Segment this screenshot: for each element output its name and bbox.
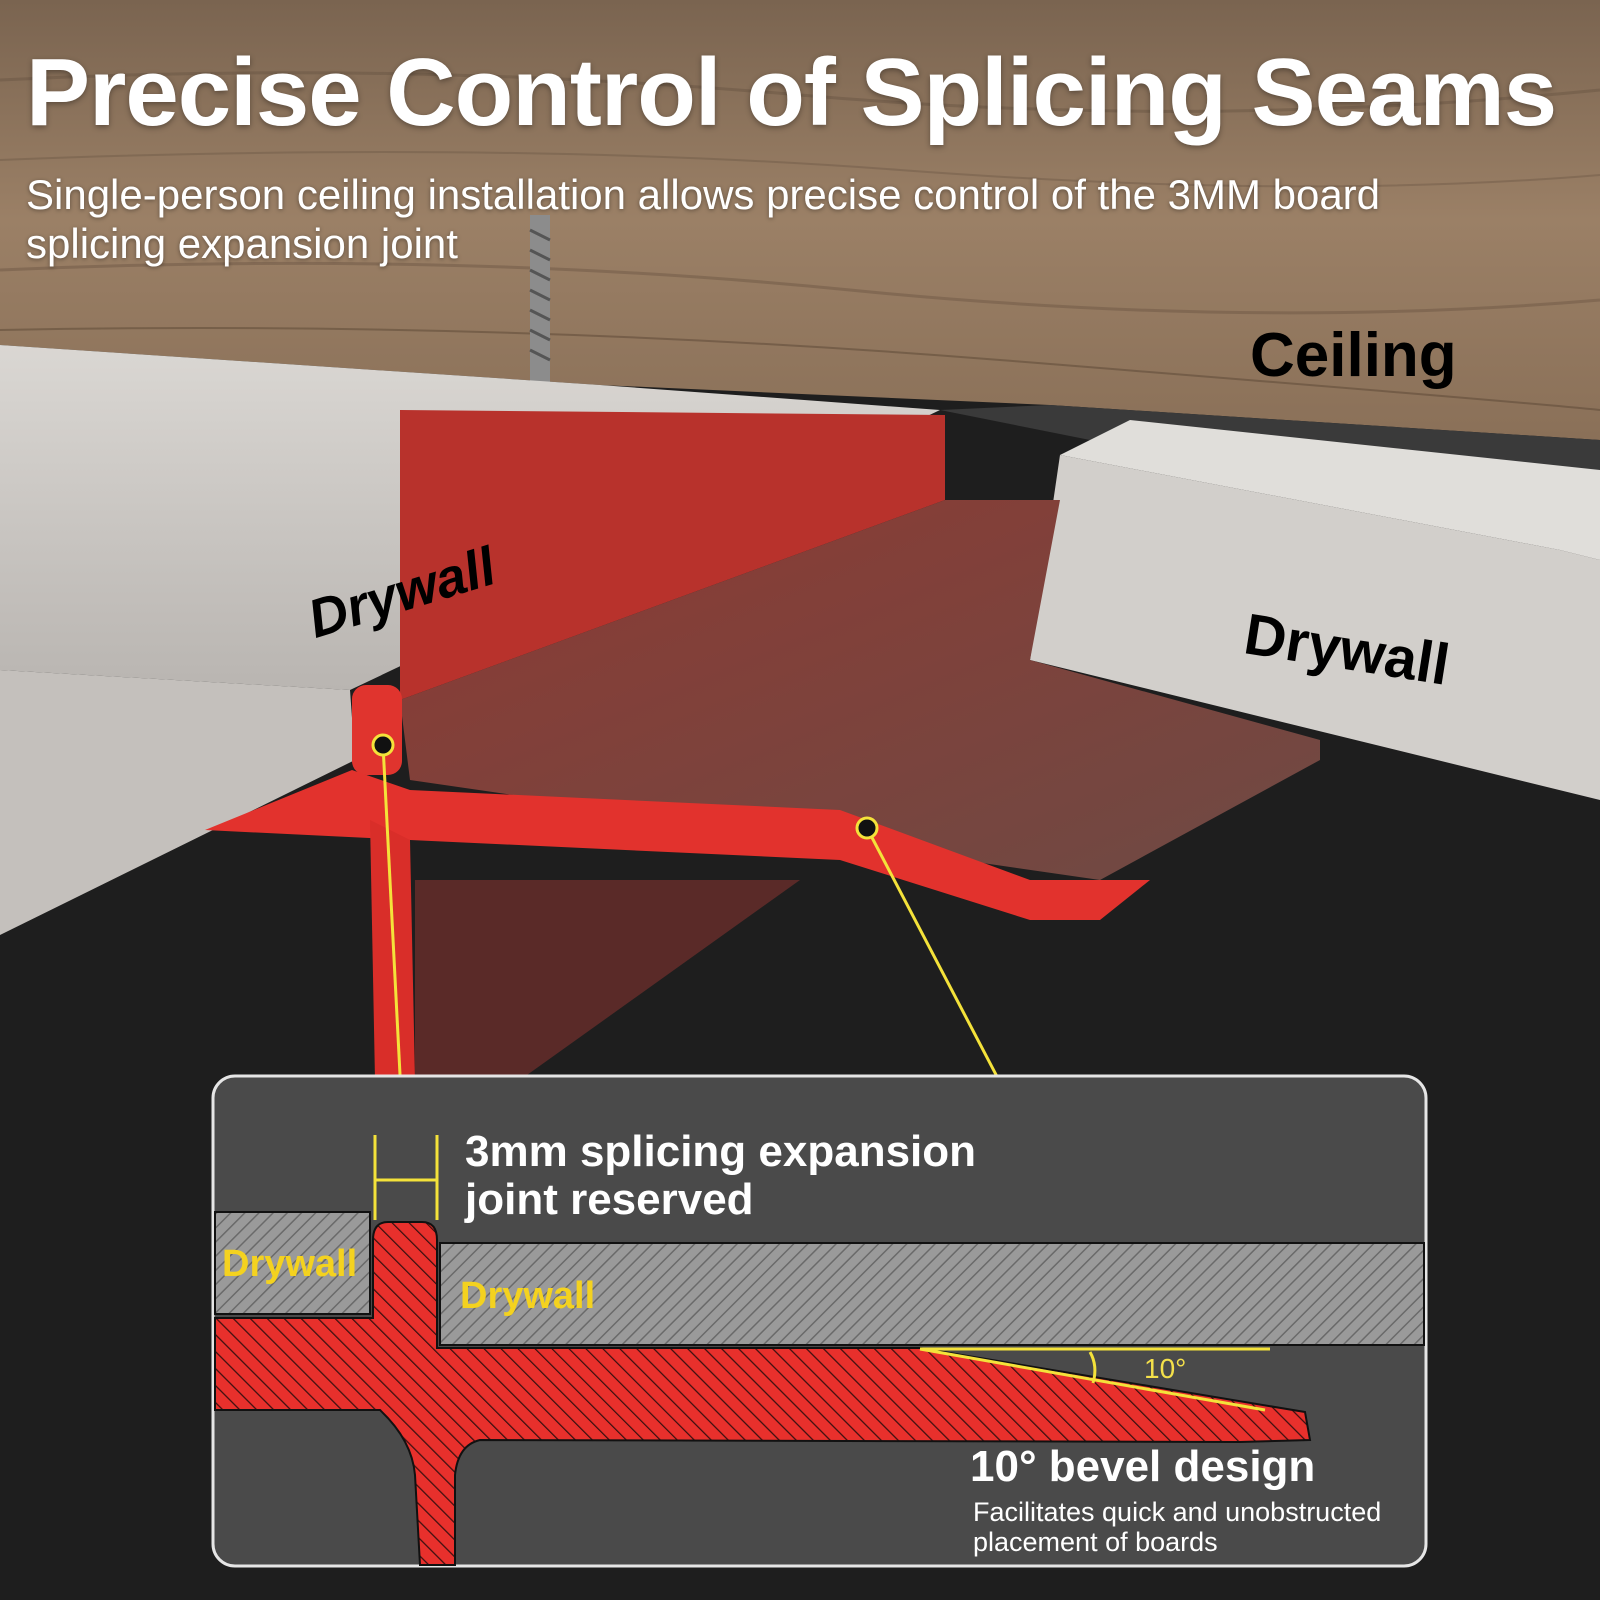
bevel-title: 10° bevel design [970, 1442, 1316, 1491]
callout-dot-gap [371, 733, 395, 757]
cross-section-inset [211, 1074, 1428, 1568]
page-subtitle: Single-person ceiling installation allow… [26, 171, 1381, 267]
drywall-board-right [940, 405, 1600, 800]
expansion-joint-label: 3mm splicing expansion joint reserved [465, 1127, 977, 1224]
bevel-description: Facilitates quick and unobstructed place… [973, 1497, 1382, 1557]
inset-drywall-label-right: Drywall [460, 1275, 596, 1317]
inset-drywall-label-left: Drywall [222, 1243, 358, 1285]
page-title: Precise Control of Splicing Seams [26, 39, 1557, 146]
bevel-angle-label: 10° [1144, 1353, 1187, 1384]
ceiling-label: Ceiling [1250, 321, 1457, 390]
screw-icon [529, 215, 551, 385]
t-profile-trim [205, 410, 1320, 1080]
ceiling-joist [0, 0, 1600, 440]
callout-dot-bevel [855, 816, 879, 840]
